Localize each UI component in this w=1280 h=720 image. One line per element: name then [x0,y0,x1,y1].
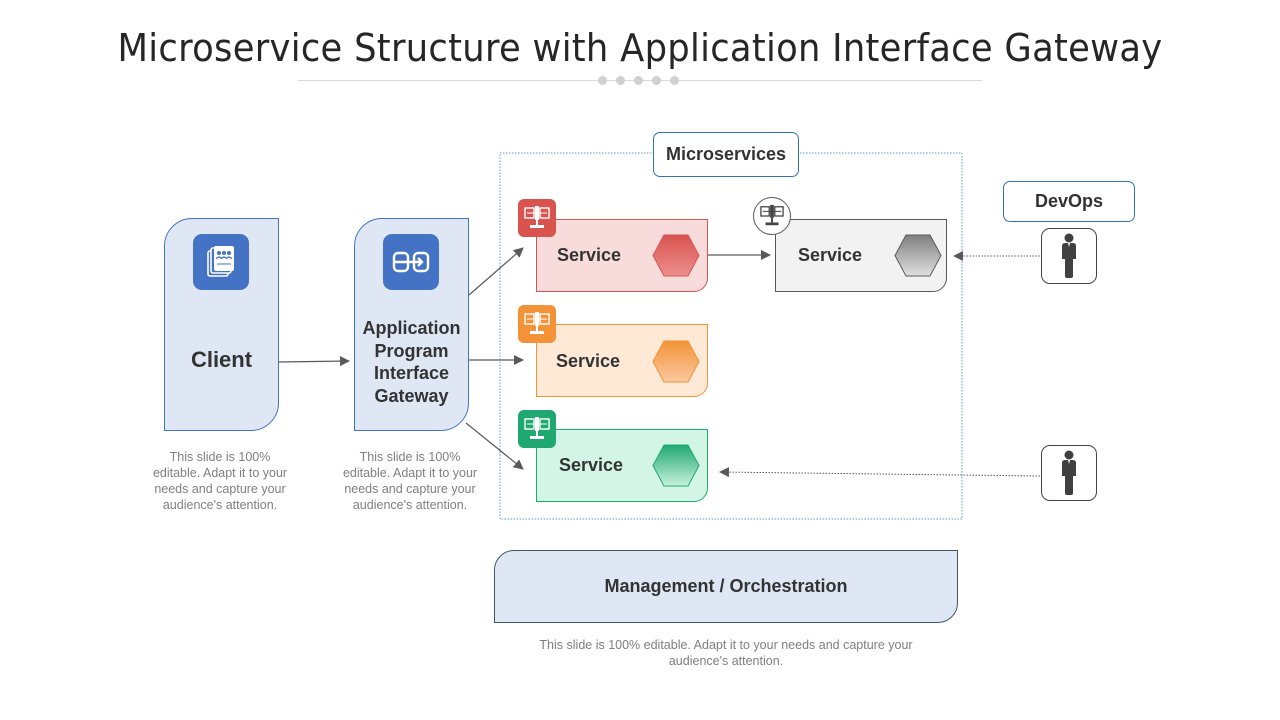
gateway-label: Application Program Interface Gateway [354,317,469,407]
management-box[interactable]: Management / Orchestration [494,550,958,623]
divider-dot [598,76,607,85]
devops-person-bottom[interactable] [1041,445,1097,501]
gateway-label-line: Gateway [374,385,449,406]
page-title: Microservice Structure with Application … [117,26,1163,70]
devops-to-service-3-arrow [719,467,1041,478]
devops-label: DevOps [1003,181,1135,222]
service-label: Service [557,245,622,265]
hexagon-icon [652,340,700,383]
gateway-link-icon [392,251,430,273]
divider-dot [652,76,661,85]
devops-person-top[interactable] [1041,228,1097,284]
client-to-gateway-arrow [278,356,350,367]
service-label: Service [559,455,624,475]
gateway-description: This slide is 100% editable. Adapt it to… [342,450,478,512]
management-label: Management / Orchestration [604,576,848,596]
client-description: This slide is 100% editable. Adapt it to… [152,450,288,512]
gateway-label-line: Program [374,340,449,361]
gateway-label-line: Application [362,318,461,338]
server-network-icon [524,206,550,228]
documents-users-icon [207,246,234,277]
service-label: Service [798,245,863,265]
microservices-label: Microservices [653,132,799,177]
service-label: Service [556,351,621,371]
gateway-label-line: Interface [373,363,450,383]
hexagon-icon [894,234,942,277]
gateway-to-service-1-arrow [468,247,524,296]
server-network-icon [524,312,550,334]
client-label: Client [190,347,253,372]
gateway-to-service-3-arrow [465,422,524,470]
divider-dot [616,76,625,85]
server-monitor-badge-green [518,410,556,448]
server-network-icon [760,204,784,226]
hexagon-icon [652,444,700,487]
person-icon [1062,450,1076,495]
client-icon-tile [193,234,249,290]
server-monitor-badge-gray [753,197,791,235]
divider-dot [670,76,679,85]
gateway-icon-tile [383,234,439,290]
server-monitor-badge-orange [518,305,556,343]
hexagon-icon [652,234,700,277]
divider-dot [634,76,643,85]
server-monitor-badge-red [518,199,556,237]
management-description: This slide is 100% editable. Adapt it to… [539,638,913,668]
server-network-icon [524,417,550,439]
person-icon [1062,233,1076,278]
